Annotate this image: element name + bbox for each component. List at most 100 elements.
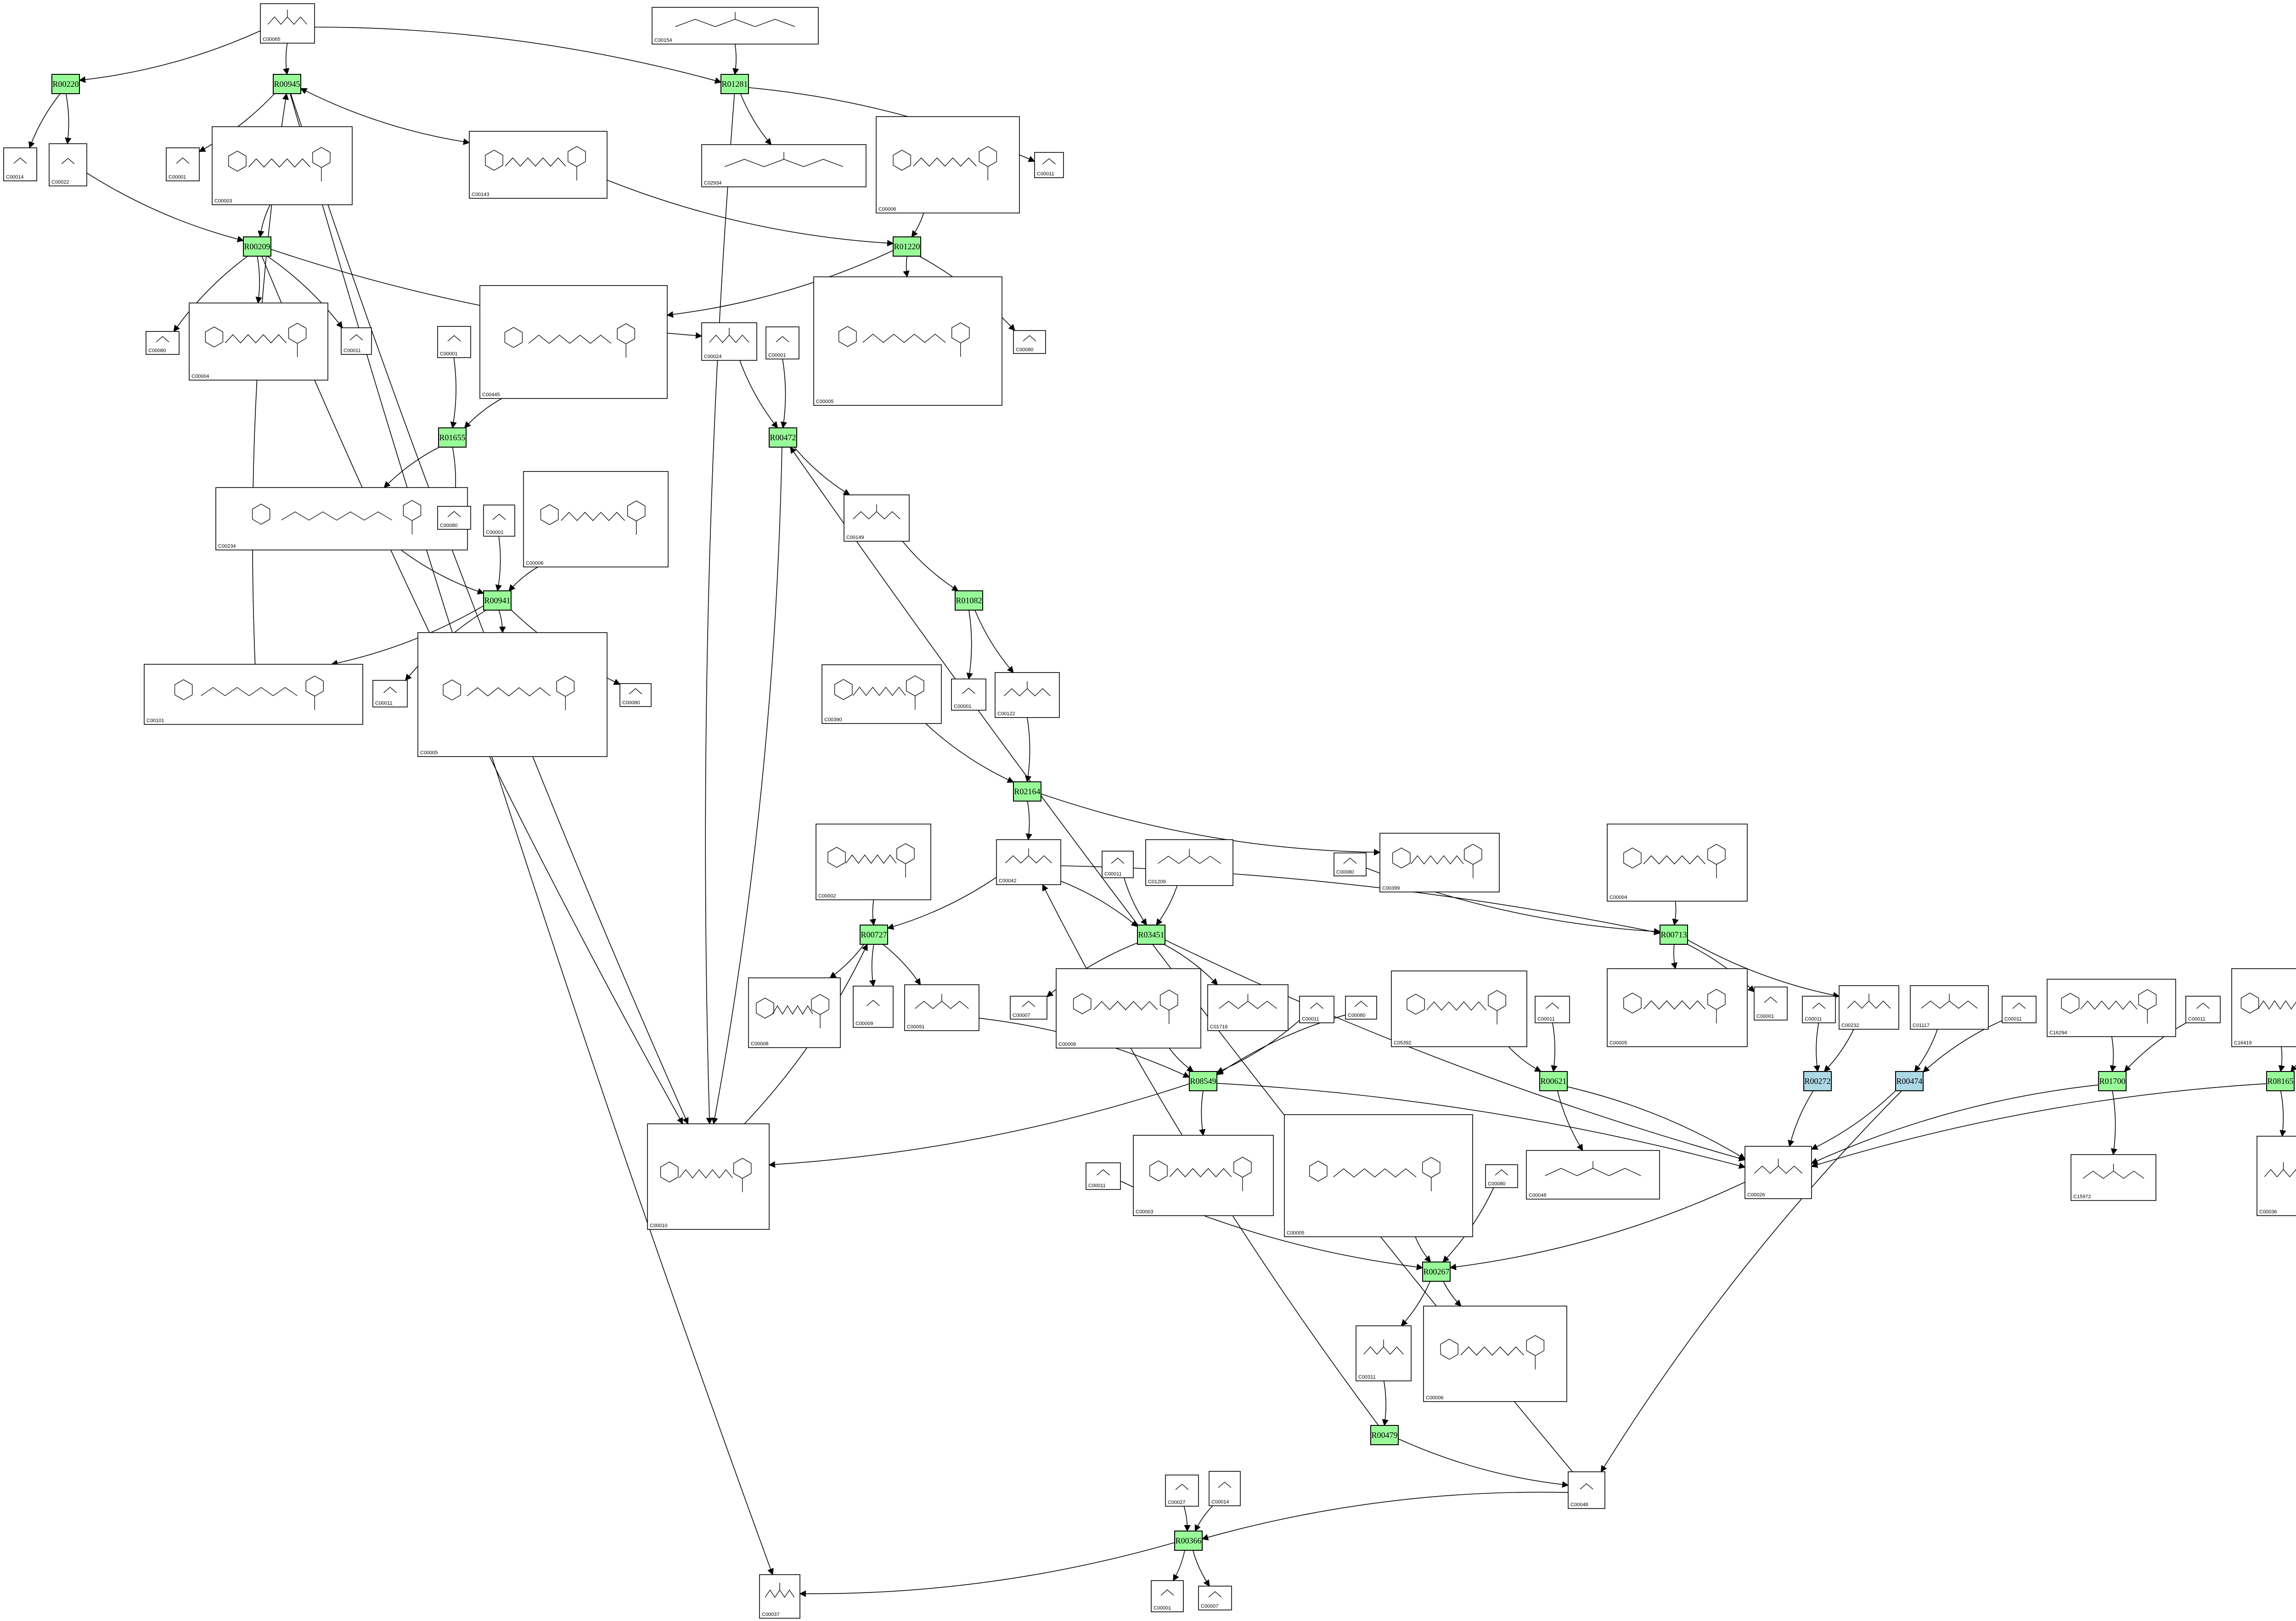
compound-C00001[interactable]: C00001 [483, 505, 515, 537]
compound-C00007[interactable]: C00007 [1010, 996, 1047, 1020]
compound-C00445[interactable]: C00445 [479, 285, 668, 399]
reaction-node-R00713[interactable]: R00713 [1660, 925, 1688, 945]
compound-C00311[interactable]: C00311 [1356, 1325, 1412, 1381]
compound-C15972[interactable]: C15972 [2071, 1154, 2156, 1201]
compound-C00149[interactable]: C00149 [844, 494, 910, 542]
compound-id-label: C00007 [1013, 1013, 1030, 1018]
compound-C00154[interactable]: C00154 [652, 7, 819, 45]
compound-C00001[interactable]: C00001 [437, 326, 471, 358]
edge-C00022-R00209 [86, 173, 244, 242]
compound-C00011[interactable]: C00011 [1086, 1162, 1121, 1190]
compound-C00080[interactable]: C00080 [619, 683, 652, 707]
compound-C00048[interactable]: C00048 [1568, 1471, 1605, 1509]
compound-C16294[interactable]: C16294 [2047, 979, 2176, 1037]
compound-C00001[interactable]: C00001 [765, 326, 799, 359]
compound-C00022[interactable]: C00022 [49, 143, 87, 186]
reaction-node-R00941[interactable]: R00941 [483, 590, 512, 611]
reaction-node-R08165[interactable]: R08165 [2266, 1071, 2295, 1091]
reaction-node-R01700[interactable]: R01700 [2098, 1071, 2127, 1091]
compound-C00003[interactable]: C00003 [212, 126, 353, 205]
reaction-node-R03451[interactable]: R03451 [1137, 925, 1165, 945]
reaction-node-R00479[interactable]: R00479 [1370, 1425, 1399, 1445]
compound-C00004[interactable]: C00004 [1607, 824, 1748, 902]
reaction-node-R00472[interactable]: R00472 [769, 427, 797, 448]
reaction-node-R02164[interactable]: R02164 [1013, 781, 1041, 802]
reaction-node-R00267[interactable]: R00267 [1422, 1262, 1451, 1282]
compound-C00001[interactable]: C00001 [166, 147, 200, 181]
compound-C00011[interactable]: C00011 [1802, 996, 1836, 1023]
compound-C00011[interactable]: C00011 [1299, 996, 1334, 1023]
compound-C00091[interactable]: C00091 [904, 984, 979, 1031]
compound-C00048[interactable]: C00048 [1526, 1150, 1660, 1200]
compound-C00005[interactable]: C00005 [417, 632, 608, 757]
compound-C00232[interactable]: C00232 [1839, 985, 1899, 1030]
reaction-node-R00474[interactable]: R00474 [1895, 1071, 1924, 1091]
reaction-node-R01281[interactable]: R01281 [720, 74, 749, 94]
compound-C00026[interactable]: C00026 [1745, 1146, 1812, 1199]
compound-C00006[interactable]: C00006 [1423, 1306, 1567, 1402]
compound-C01209[interactable]: C01209 [1145, 839, 1233, 886]
compound-C00014[interactable]: C00014 [3, 147, 37, 181]
compound-C00080[interactable]: C00080 [1334, 853, 1367, 876]
compound-C00010[interactable]: C00010 [647, 1123, 770, 1230]
reaction-node-R00272[interactable]: R00272 [1803, 1071, 1832, 1091]
compound-C01716[interactable]: C01716 [1207, 984, 1289, 1031]
compound-C00080[interactable]: C00080 [1485, 1164, 1518, 1188]
reaction-node-R01655[interactable]: R01655 [438, 427, 467, 448]
compound-C00036[interactable]: C00036 [2257, 1136, 2296, 1216]
compound-C00007[interactable]: C00007 [1198, 1586, 1232, 1610]
compound-C16419[interactable]: C16419 [2231, 968, 2296, 1047]
compound-C00014[interactable]: C00014 [1209, 1471, 1241, 1506]
compound-C00143[interactable]: C00143 [469, 131, 608, 199]
reaction-node-R01220[interactable]: R01220 [893, 236, 921, 257]
compound-C00011[interactable]: C00011 [1535, 996, 1570, 1023]
compound-C00008[interactable]: C00008 [748, 977, 841, 1048]
compound-C00399[interactable]: C00399 [1379, 833, 1500, 892]
reaction-node-R01082[interactable]: R01082 [955, 590, 983, 611]
compound-C00080[interactable]: C00080 [146, 331, 180, 355]
reaction-node-R00220[interactable]: R00220 [51, 74, 80, 94]
compound-C00009[interactable]: C00009 [853, 986, 894, 1028]
compound-C00011[interactable]: C00011 [341, 327, 372, 355]
compound-C00002[interactable]: C00002 [816, 824, 931, 900]
compound-C00004[interactable]: C00004 [189, 303, 328, 381]
compound-C00390[interactable]: C00390 [822, 664, 942, 724]
compound-C00101[interactable]: C00101 [144, 664, 363, 725]
compound-C00003[interactable]: C00003 [1133, 1135, 1274, 1216]
compound-C00011[interactable]: C00011 [372, 680, 408, 707]
structure-drawing [1623, 989, 1726, 1023]
compound-C00001[interactable]: C00001 [1151, 1580, 1184, 1612]
compound-C00001[interactable]: C00001 [951, 679, 986, 711]
compound-C00234[interactable]: C00234 [215, 487, 468, 550]
compound-C00080[interactable]: C00080 [437, 506, 471, 530]
compound-C00005[interactable]: C00005 [1607, 968, 1748, 1047]
compound-C05392[interactable]: C05392 [1391, 970, 1527, 1047]
compound-C00080[interactable]: C00080 [1345, 996, 1377, 1020]
reaction-node-R00945[interactable]: R00945 [273, 74, 301, 94]
reaction-node-R00621[interactable]: R00621 [1539, 1071, 1568, 1091]
compound-C00065[interactable]: C00065 [260, 3, 315, 44]
compound-C02934[interactable]: C02934 [701, 144, 867, 187]
reaction-node-R00366[interactable]: R00366 [1174, 1531, 1203, 1551]
compound-C00080[interactable]: C00080 [1013, 330, 1046, 354]
compound-C00037[interactable]: C00037 [759, 1574, 800, 1619]
compound-C00001[interactable]: C00001 [1754, 987, 1788, 1021]
compound-C00011[interactable]: C00011 [1102, 851, 1134, 878]
reaction-node-R08549[interactable]: R08549 [1189, 1071, 1217, 1091]
compound-C00011[interactable]: C00011 [1034, 152, 1064, 178]
compound-C00011[interactable]: C00011 [2002, 996, 2037, 1023]
compound-C00005[interactable]: C00005 [1284, 1114, 1473, 1237]
compound-C00042[interactable]: C00042 [996, 839, 1061, 885]
compound-C00006[interactable]: C00006 [523, 471, 669, 567]
compound-C00122[interactable]: C00122 [995, 672, 1060, 718]
reaction-node-R00209[interactable]: R00209 [243, 236, 271, 257]
compound-C00024[interactable]: C00024 [701, 322, 757, 361]
compound-C00011[interactable]: C00011 [2185, 996, 2221, 1023]
compound-C01117[interactable]: C01117 [1910, 985, 1989, 1030]
reaction-node-R00727[interactable]: R00727 [860, 925, 888, 945]
structure-drawing [1754, 1159, 1803, 1174]
compound-C00027[interactable]: C00027 [1165, 1475, 1199, 1507]
compound-C00006[interactable]: C00006 [1056, 968, 1201, 1049]
compound-C00006[interactable]: C00006 [876, 116, 1020, 213]
compound-C00005[interactable]: C00005 [813, 276, 1002, 406]
